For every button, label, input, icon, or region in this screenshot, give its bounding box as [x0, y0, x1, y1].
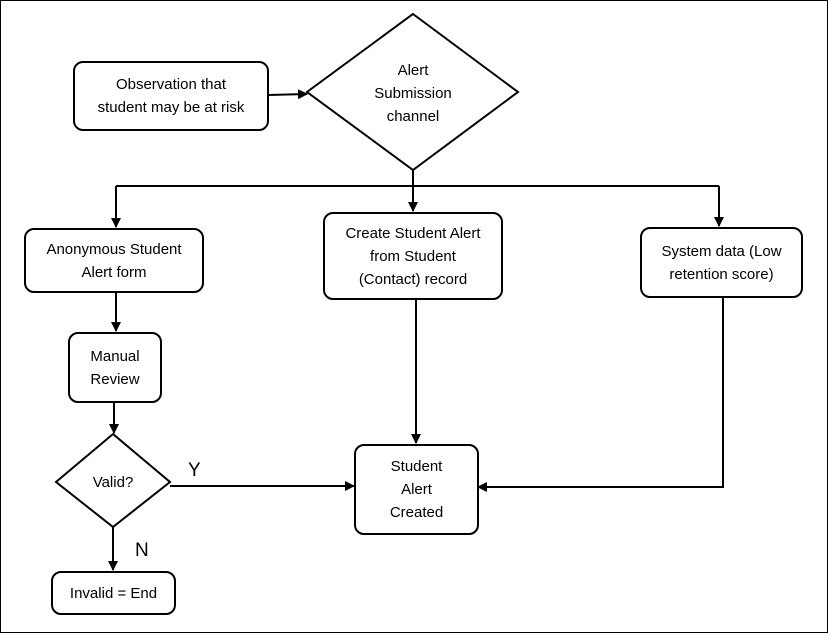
create-from-record-box: Create Student Alert from Student (Conta…	[323, 212, 503, 300]
valid-text: Valid?	[73, 469, 153, 495]
invalid-end-label: Invalid = End	[69, 584, 158, 602]
system-data-label: System data (Low retention score)	[661, 242, 782, 283]
alert-created-label: Student Alert Created	[389, 458, 444, 521]
manual-review-box: Manual Review	[68, 332, 162, 403]
alert-created-box: Student Alert Created	[354, 444, 479, 535]
valid-label: Valid?	[92, 473, 134, 491]
yes-edge-label: Y	[188, 460, 201, 481]
connector-system-to-created	[477, 298, 724, 492]
alert-channel-label: Alert Submission channel	[374, 61, 452, 125]
alert-channel-text: Alert Submission channel	[343, 53, 483, 133]
invalid-end-box: Invalid = End	[51, 571, 176, 615]
anonymous-form-box: Anonymous Student Alert form	[24, 228, 204, 293]
no-edge-label: N	[135, 540, 149, 561]
create-from-record-label: Create Student Alert from Student (Conta…	[345, 224, 481, 288]
system-data-box: System data (Low retention score)	[640, 227, 803, 298]
manual-review-label: Manual Review	[90, 347, 140, 388]
observation-label: Observation that student may be at risk	[97, 76, 245, 116]
connector-observation-to-channel	[267, 89, 308, 100]
observation-box: Observation that student may be at risk	[73, 61, 269, 131]
anonymous-form-label: Anonymous Student Alert form	[46, 240, 182, 281]
